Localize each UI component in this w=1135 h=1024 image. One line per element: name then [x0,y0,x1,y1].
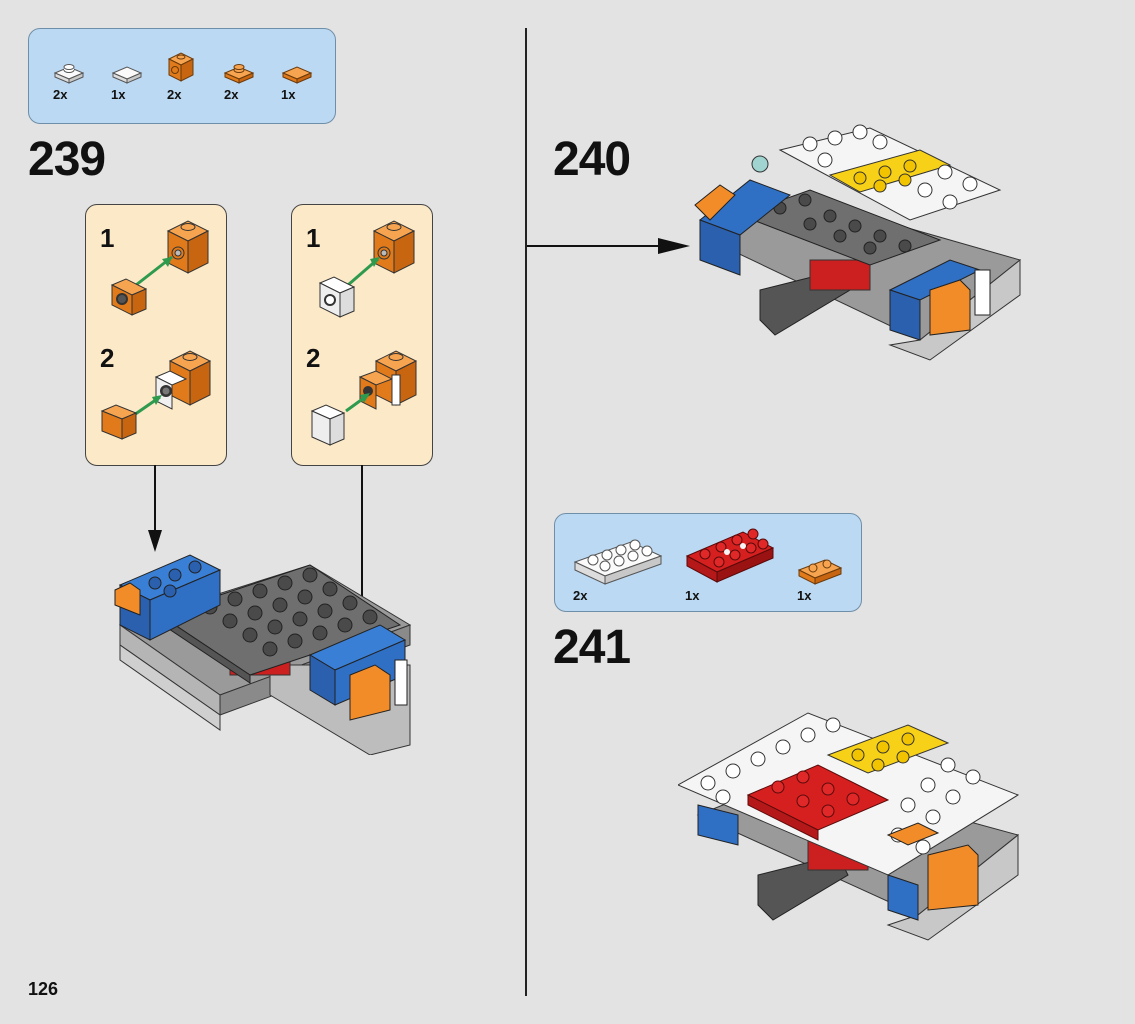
step-number-241: 241 [553,621,631,674]
model-step-239 [114,554,412,755]
substep-number: 1 [100,223,115,253]
orange-tile [100,404,138,440]
white-tile-icon [111,66,143,84]
white-plate-2x4-icon [573,539,663,585]
part-qty: 1x [111,87,126,102]
model-step-241 [678,712,1020,941]
page-number: 126 [28,979,59,999]
part-qty: 2x [53,87,68,102]
part-qty: 2x [573,588,588,603]
substep-number: 1 [306,223,321,253]
red-plate-holes-icon [685,528,775,583]
part-qty: 1x [797,588,812,603]
parts-list-241: 2x 1x 1x [554,513,862,612]
white-round-plate-icon [53,64,85,84]
part-qty: 1x [685,588,700,603]
step-number-240: 240 [553,133,631,186]
parts-list-239: 2x 1x 2x 2x 1x [28,28,336,124]
orange-headlight-brick [166,220,210,274]
substep-number: 2 [100,343,115,373]
part-qty: 2x [224,87,239,102]
part-qty: 2x [167,87,182,102]
assembled-brick-with-white [154,350,212,410]
orange-tile-icon [281,66,313,84]
orange-plate-icon [223,64,255,84]
part-qty: 1x [281,87,296,102]
subassembly-b: 1 2 [291,204,433,466]
subassembly-a-illustration [100,220,212,440]
orange-headlight-brick-icon [167,52,195,82]
white-tile [310,404,346,446]
page-divider [525,28,527,996]
subassembly-a: 1 2 [85,204,227,466]
white-round-plate [318,276,356,318]
model-step-240 [694,124,1022,361]
orange-round-plate [110,278,148,316]
subassembly-b-illustration [310,220,418,446]
orange-plate-1x2-icon [797,559,843,585]
step-number-239: 239 [28,133,106,186]
substep-number: 2 [306,343,321,373]
